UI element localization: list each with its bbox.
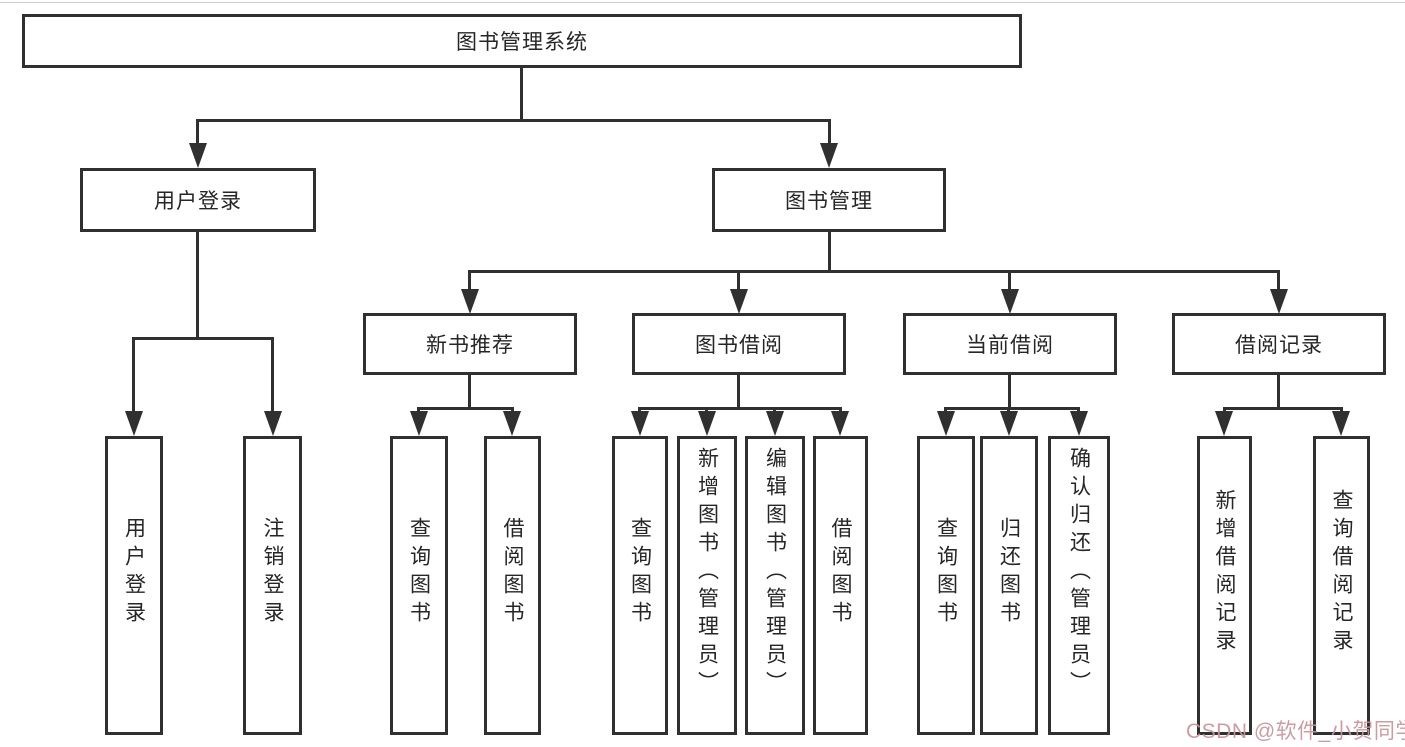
screenshot-edge-line xyxy=(0,2,1405,3)
arrowhead-down-icon xyxy=(189,143,207,168)
arrowhead-down-icon xyxy=(698,411,716,436)
leaf-label: 查询图书 xyxy=(628,516,652,629)
leaf-user-login: 用户登录 xyxy=(105,436,163,735)
connector-line xyxy=(828,119,831,146)
connector-line xyxy=(417,407,514,410)
node-label: 借阅记录 xyxy=(1235,334,1323,357)
leaf-return-books: 归还图书 xyxy=(980,436,1038,735)
leaf-label: 新增借阅记录 xyxy=(1213,488,1236,657)
leaf-label: 用户登录 xyxy=(122,516,146,629)
arrowhead-down-icon xyxy=(125,411,143,436)
connector-line xyxy=(1277,270,1280,291)
leaf-label: 查询借阅记录 xyxy=(1330,488,1353,657)
arrowhead-down-icon xyxy=(1001,289,1019,314)
arrowhead-down-icon xyxy=(831,411,849,436)
leaf-label: 归还图书 xyxy=(997,516,1021,629)
leaf-add-borrow-record: 新增借阅记录 xyxy=(1197,436,1252,735)
connector-line xyxy=(132,337,274,340)
arrowhead-down-icon xyxy=(1000,411,1018,436)
connector-line xyxy=(132,337,135,413)
leaf-borrow-books: 借阅图书 xyxy=(813,436,868,735)
connector-line xyxy=(468,270,471,291)
node-user-login: 用户登录 xyxy=(80,168,316,232)
node-label: 图书借阅 xyxy=(695,334,783,357)
arrowhead-down-icon xyxy=(1332,411,1350,436)
connector-line xyxy=(196,232,199,339)
connector-line xyxy=(1223,407,1343,410)
leaf-label: 注销登录 xyxy=(261,516,284,629)
connector-line xyxy=(468,270,1280,273)
leaf-query-borrow-record: 查询借阅记录 xyxy=(1313,436,1370,735)
node-borrowing-records: 借阅记录 xyxy=(1172,313,1386,375)
connector-line xyxy=(271,337,274,413)
csdn-watermark: CSDN @软件_小贺同学 xyxy=(1186,720,1405,743)
connector-line xyxy=(196,119,199,146)
connector-line xyxy=(737,375,740,409)
node-label: 当前借阅 xyxy=(966,334,1054,357)
connector-line xyxy=(196,119,831,122)
leaf-label: 查询图书 xyxy=(407,516,431,629)
arrowhead-down-icon xyxy=(937,411,955,436)
arrowhead-down-icon xyxy=(1070,411,1088,436)
arrowhead-down-icon xyxy=(1215,411,1233,436)
connector-line xyxy=(1277,375,1280,409)
leaf-query-books-recommend: 查询图书 xyxy=(390,436,448,735)
node-library-management-system: 图书管理系统 xyxy=(22,14,1022,68)
leaf-label: 借阅图书 xyxy=(829,516,852,629)
arrowhead-down-icon xyxy=(730,289,748,314)
leaf-edit-books-admin: 编辑图书（管理员） xyxy=(745,436,805,735)
connector-line xyxy=(944,407,1080,410)
leaf-label: 编辑图书（管理员） xyxy=(763,446,787,699)
leaf-query-books-current: 查询图书 xyxy=(917,436,975,735)
arrowhead-down-icon xyxy=(264,411,282,436)
leaf-add-books-admin: 新增图书（管理员） xyxy=(677,436,737,735)
connector-line xyxy=(828,232,831,273)
node-book-management: 图书管理 xyxy=(712,168,946,232)
connector-line xyxy=(638,407,842,410)
connector-line xyxy=(737,270,740,291)
leaf-logout: 注销登录 xyxy=(243,436,302,735)
leaf-label: 借阅图书 xyxy=(501,516,524,629)
node-label: 图书管理 xyxy=(785,190,873,213)
connector-line xyxy=(1008,270,1011,291)
arrowhead-down-icon xyxy=(820,143,838,168)
arrowhead-down-icon xyxy=(1270,289,1288,314)
connector-line xyxy=(1008,375,1011,409)
arrowhead-down-icon xyxy=(503,411,521,436)
node-current-borrowing: 当前借阅 xyxy=(903,313,1117,375)
arrowhead-down-icon xyxy=(766,411,784,436)
node-new-book-recommend: 新书推荐 xyxy=(363,313,577,375)
node-label: 用户登录 xyxy=(154,190,242,213)
node-label: 图书管理系统 xyxy=(456,31,588,54)
leaf-borrow-books-recommend: 借阅图书 xyxy=(484,436,541,735)
arrowhead-down-icon xyxy=(461,289,479,314)
leaf-label: 查询图书 xyxy=(934,516,958,629)
leaf-confirm-return-admin: 确认归还（管理员） xyxy=(1048,436,1110,735)
leaf-query-books-borrowing: 查询图书 xyxy=(612,436,668,735)
connector-line xyxy=(520,68,523,121)
node-label: 新书推荐 xyxy=(426,334,514,357)
arrowhead-down-icon xyxy=(631,411,649,436)
node-book-borrowing: 图书借阅 xyxy=(632,313,846,375)
leaf-label: 确认归还（管理员） xyxy=(1067,446,1091,699)
connector-line xyxy=(468,375,471,409)
arrowhead-down-icon xyxy=(410,411,428,436)
leaf-label: 新增图书（管理员） xyxy=(695,446,719,699)
